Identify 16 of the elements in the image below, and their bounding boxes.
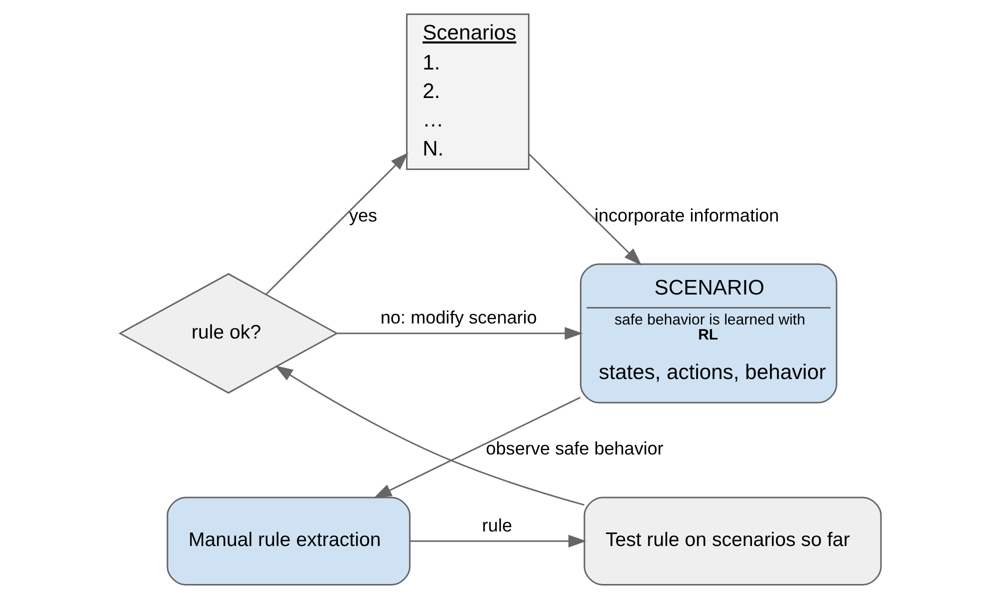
node-box: Manual rule extraction <box>166 496 410 586</box>
arrow <box>274 365 584 506</box>
edge-label: yes <box>348 205 377 226</box>
edge-label: rule <box>482 515 512 536</box>
arrow <box>373 396 580 498</box>
node-box: Scenarios 1. 2. … N. <box>406 13 529 170</box>
node-box: Test rule on scenarios so far <box>583 496 882 586</box>
edge-label: observe safe behavior <box>485 438 663 459</box>
edge-label: incorporate information <box>594 205 779 226</box>
arrow <box>336 327 582 340</box>
arrow <box>409 534 586 548</box>
edge-label: no: modify scenario <box>380 308 536 328</box>
arrow <box>528 154 642 266</box>
node-diamond: rule ok? <box>118 273 338 394</box>
node-box: SCENARIO safe behavior is learned with RL states, actions, behavior <box>579 263 837 404</box>
arrow <box>265 152 408 295</box>
